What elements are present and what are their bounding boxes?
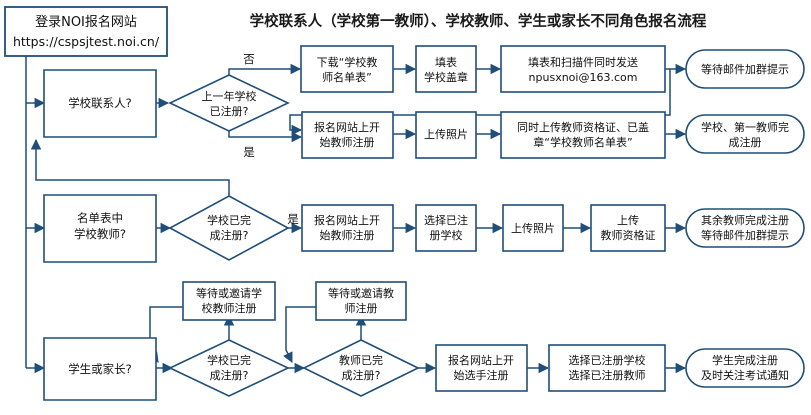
step-download-l2: 师名单表” [322, 70, 372, 84]
step-upload-docs-l1: 同时上传教师资格证、已盖 [517, 120, 649, 134]
wait-teacher-loop [283, 306, 316, 363]
step-select-school-teacher-l2: 选择已注册教师 [569, 368, 646, 382]
decision-school-done-teacher-l2: 成注册? [210, 228, 249, 242]
step-register-teacher-2-l2: 始教师注册 [320, 228, 375, 242]
step-upload-photo-2-l1: 上传照片 [511, 222, 555, 235]
step-upload-photo-1: 上传照片 [415, 111, 477, 159]
end-others-done-l2: 等待邮件加群提示 [701, 228, 789, 242]
end-school-done: 学校、第一教师完 成注册 [685, 114, 805, 154]
step-upload-cert-l1: 上传 [617, 214, 639, 227]
step-wait-invite-teacher-l2: 师注册 [345, 301, 378, 315]
decision-teacher-done: 教师已完 成注册? [302, 339, 420, 397]
decision-school-done-teacher-l1: 学校已完 [207, 213, 251, 227]
end-others-done-l1: 其余教师完成注册 [701, 213, 789, 227]
end-student-done-l2: 及时关注考试通知 [701, 368, 789, 382]
start-box: 登录NOI报名网站 https://cspsjtest.noi.cn/ [4, 6, 168, 57]
step-send-l2: npusxnoi@163.com [529, 71, 638, 84]
step-select-school: 选择已注 册学校 [415, 204, 477, 252]
prevyear-no-arrow [228, 63, 302, 75]
start-url: https://cspsjtest.noi.cn/ [13, 34, 160, 49]
decision-school-done-teacher: 学校已完 成注册? [168, 195, 290, 261]
step-upload-cert: 上传 教师资格证 [590, 204, 666, 252]
step-wait-invite-school-l2: 校教师注册 [202, 301, 257, 315]
step-select-school-l1: 选择已注 [424, 213, 468, 227]
step-wait-invite-teacher: 等待或邀请教 师注册 [315, 281, 407, 321]
decision-teacher-done-l2: 成注册? [342, 368, 381, 382]
step-register-teacher-2: 报名网站上开 始教师注册 [301, 204, 394, 252]
step-upload-docs-l2: 章“学校教师名单表” [533, 135, 632, 149]
diagram-title: 学校联系人（学校第一教师）、学校教师、学生或家长不同角色报名流程 [250, 12, 707, 30]
step-download: 下载“学校教 师名单表” [300, 45, 394, 93]
edge-label-yes-row2: 是 [287, 212, 299, 226]
end-wait-email: 等待邮件加群提示 [685, 49, 805, 89]
step-upload-photo-2: 上传照片 [502, 204, 564, 252]
step-register-student: 报名网站上开 始选手注册 [435, 344, 528, 392]
end-school-done-l2: 成注册 [729, 135, 762, 149]
step-select-school-teacher: 选择已注册学校 选择已注册教师 [548, 344, 666, 392]
decision-school-done-student-l1: 学校已完 [207, 353, 251, 367]
step-register-teacher-1: 报名网站上开 始教师注册 [301, 111, 394, 159]
role-contact: 学校联系人? [43, 69, 157, 138]
role-teacher-label-1: 名单表中 [77, 211, 123, 225]
step-register-teacher-1-l2: 始教师注册 [320, 135, 375, 149]
connectors [25, 56, 687, 374]
role-teacher: 名单表中 学校教师? [43, 194, 157, 263]
role-contact-label: 学校联系人? [68, 96, 132, 110]
step-fill-stamp-l1: 填表 [435, 55, 457, 69]
step-send: 填表和扫描件同时发送 npusxnoi@163.com [500, 45, 666, 93]
decision-prev-year: 上一年学校 已注册? [168, 74, 290, 132]
role-student: 学生或家长? [43, 337, 157, 401]
decision-school-done-student: 学校已完 成注册? [168, 339, 290, 397]
step-upload-photo-1-l1: 上传照片 [424, 128, 468, 141]
role-teacher-label-2: 学校教师? [74, 227, 126, 241]
step-upload-cert-l2: 教师资格证 [601, 228, 656, 242]
send-to-register1 [289, 69, 671, 136]
end-student-done-l1: 学生完成注册 [712, 353, 778, 367]
step-upload-docs: 同时上传教师资格证、已盖 章“学校教师名单表” [500, 111, 666, 159]
end-student-done: 学生完成注册 及时关注考试通知 [685, 348, 805, 388]
decision-teacher-done-l1: 教师已完 [339, 353, 383, 367]
step-select-school-l2: 册学校 [430, 228, 463, 242]
step-select-school-teacher-l1: 选择已注册学校 [569, 353, 646, 367]
step-register-student-l1: 报名网站上开 [448, 353, 514, 367]
step-fill-stamp-l2: 学校盖章 [424, 70, 468, 84]
role-student-label: 学生或家长? [68, 362, 132, 376]
decision-no-loop [30, 138, 230, 196]
step-fill-stamp: 填表 学校盖章 [415, 45, 477, 93]
step-register-teacher-1-l1: 报名网站上开 [314, 120, 380, 134]
step-wait-invite-school: 等待或邀请学 校教师注册 [182, 281, 276, 321]
decision-prev-year-l2: 已注册? [210, 104, 249, 118]
step-wait-invite-teacher-l1: 等待或邀请教 [328, 286, 394, 300]
step-wait-invite-school-l1: 等待或邀请学 [196, 286, 262, 300]
end-school-done-l1: 学校、第一教师完 [701, 120, 789, 134]
decision-school-done-student-l2: 成注册? [210, 368, 249, 382]
step-register-student-l2: 始选手注册 [454, 368, 509, 382]
end-others-done: 其余教师完成注册 等待邮件加群提示 [685, 208, 805, 248]
prevyear-yes-arrow [228, 131, 303, 143]
step-download-l1: 下载“学校教 [317, 55, 378, 69]
start-title: 登录NOI报名网站 [35, 14, 137, 30]
end-wait-email-l1: 等待邮件加群提示 [701, 62, 789, 76]
decision-prev-year-l1: 上一年学校 [202, 89, 257, 103]
step-send-l1: 填表和扫描件同时发送 [528, 55, 638, 69]
edge-label-no: 否 [243, 52, 255, 66]
edge-label-yes-row1: 是 [243, 145, 255, 159]
step-register-teacher-2-l1: 报名网站上开 [314, 213, 380, 227]
